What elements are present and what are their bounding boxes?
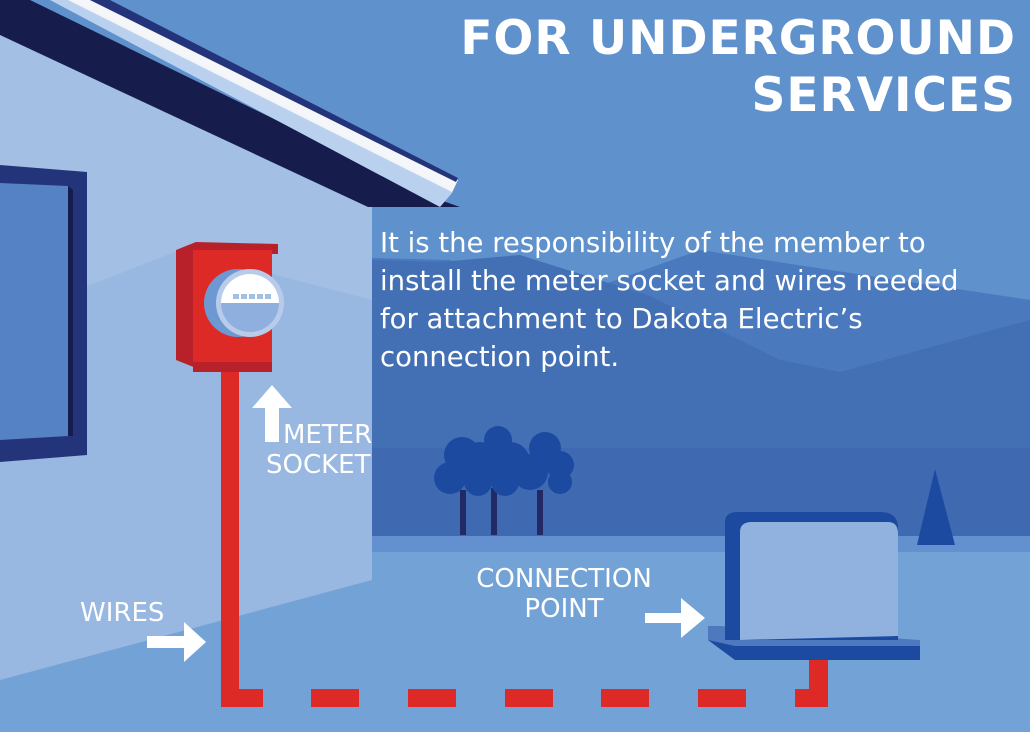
page-title: FOR UNDERGROUND SERVICES: [460, 10, 1016, 124]
connection-point-pedestal: [708, 512, 920, 660]
wire-segment: [408, 689, 456, 707]
roof-fascia: [50, 0, 458, 207]
arrow-up-icon: [252, 385, 292, 442]
meter-socket: [176, 242, 284, 372]
meter-label: METER: [283, 420, 373, 450]
wire-segment: [311, 689, 359, 707]
window-shadow: [68, 186, 73, 436]
title-line-2: SERVICES: [751, 68, 1016, 123]
arrow-right-icon: [645, 598, 705, 638]
wire-segment: [698, 689, 746, 707]
wire-segment: [505, 689, 553, 707]
socket-label: SOCKET: [266, 450, 371, 480]
roof-shingles: [90, 0, 458, 182]
title-line-1: FOR UNDERGROUND: [460, 11, 1016, 66]
connection-point-label: CONNECTION POINT: [476, 564, 652, 624]
pine-tree: [917, 469, 955, 545]
wire-segment: [221, 689, 263, 707]
wire-riser-transformer: [809, 658, 828, 707]
wires-label: WIRES: [80, 598, 165, 628]
description-text: It is the responsibility of the member t…: [380, 227, 959, 373]
roof-edge: [68, 0, 458, 192]
wall-shadow: [0, 250, 372, 720]
wire-segment: [601, 689, 649, 707]
trees: [434, 426, 574, 535]
window-glass: [0, 183, 68, 440]
arrow-right-icon: [147, 622, 206, 662]
wire-riser: [221, 372, 239, 707]
service-wires: [221, 372, 828, 707]
